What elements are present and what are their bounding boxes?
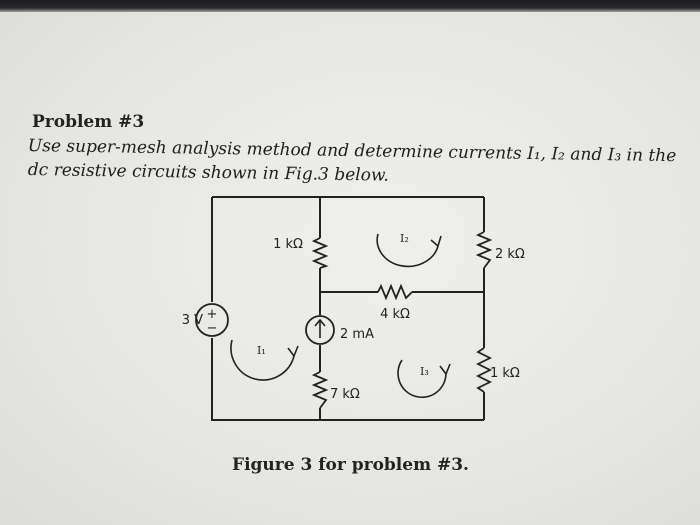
voltage-source-symbol: + − — [195, 303, 229, 337]
label-2ma: 2 mA — [340, 327, 374, 342]
mesh-arrow-i2 — [376, 233, 439, 268]
label-i1: I₁ — [257, 344, 266, 357]
circuit-wires — [211, 196, 485, 421]
label-3v: 3 V — [182, 313, 203, 328]
label-1k-bottom: 1 kΩ — [490, 366, 520, 381]
figure-caption: Figure 3 for problem #3. — [232, 455, 469, 475]
resistor-1k-bottom — [475, 347, 493, 393]
resistor-7k — [311, 371, 329, 409]
mesh-arrow-i1 — [230, 339, 295, 381]
mesh-arrow-i3 — [397, 359, 447, 399]
label-2k: 2 kΩ — [495, 247, 525, 262]
problem-title: Problem #3 — [32, 112, 145, 132]
label-i2: I₂ — [400, 232, 409, 245]
resistor-1k-top — [311, 237, 329, 269]
left-bottom-wire — [211, 338, 484, 421]
resistor-4k — [377, 283, 413, 301]
label-7k: 7 kΩ — [330, 387, 360, 402]
current-source-symbol — [305, 315, 335, 345]
label-4k: 4 kΩ — [380, 307, 410, 322]
paper-page — [0, 12, 700, 525]
svg-text:+: + — [207, 307, 218, 322]
label-1k-top: 1 kΩ — [273, 237, 303, 252]
label-i3: I₃ — [420, 365, 429, 378]
resistor-2k — [475, 231, 493, 269]
svg-text:−: − — [207, 321, 218, 336]
